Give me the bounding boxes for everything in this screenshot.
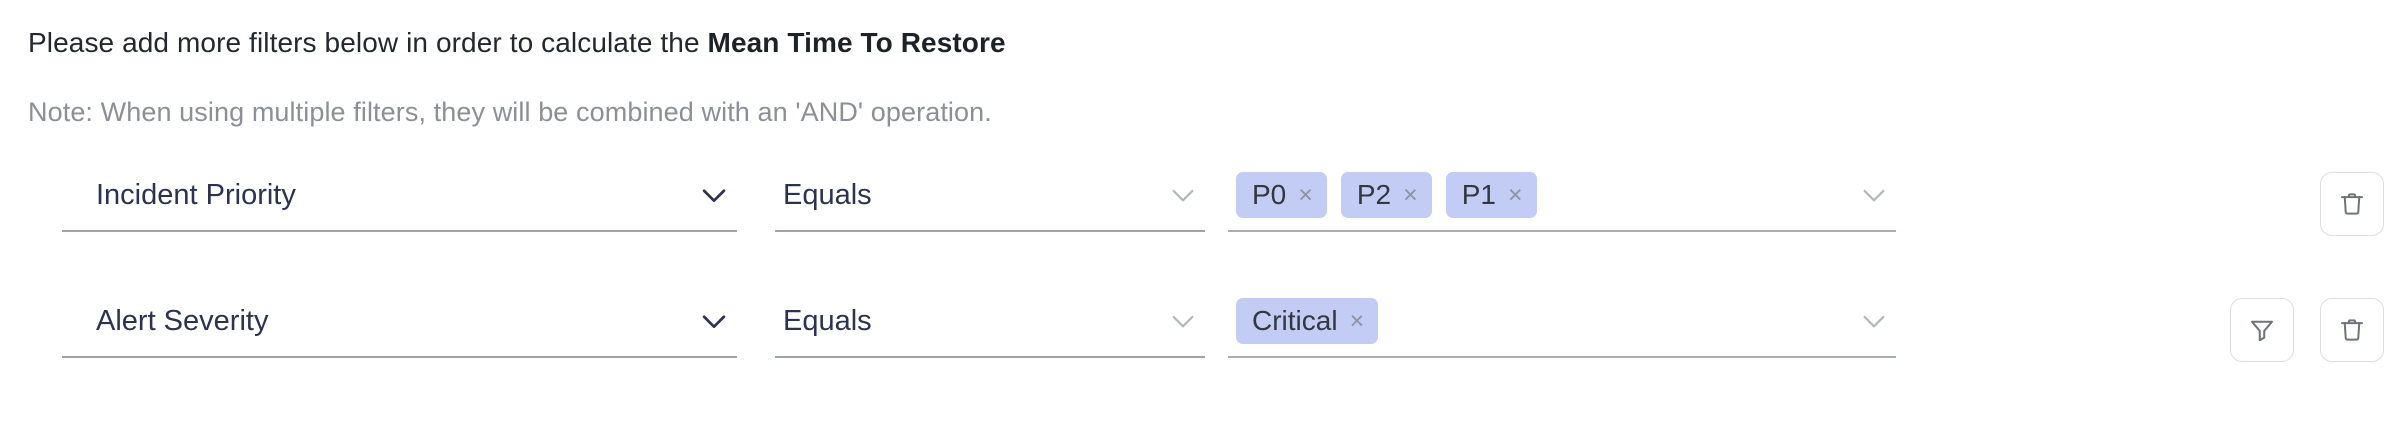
tag-label: Critical [1252, 305, 1338, 336]
tag-chip[interactable]: P1 × [1445, 172, 1537, 218]
value-multiselect[interactable]: P0 × P2 × P1 × [1228, 160, 1896, 232]
tag-label: P1 [1461, 179, 1496, 210]
filter-row: Incident Priority Equals P0 × [0, 160, 2408, 286]
note-text: Note: When using multiple filters, they … [28, 97, 992, 127]
instruction-prefix: Please add more filters below in order t… [28, 27, 708, 58]
row-actions [2320, 172, 2384, 236]
tag-label: P0 [1252, 179, 1287, 210]
filter-row: Alert Severity Equals Critical × [0, 286, 2408, 412]
add-filter-button[interactable] [2230, 298, 2294, 362]
chevron-down-icon[interactable] [1167, 305, 1199, 337]
tag-remove-icon[interactable]: × [1507, 180, 1523, 209]
attribute-select[interactable]: Alert Severity [62, 286, 737, 358]
trash-icon [2337, 189, 2367, 219]
selected-tags: P0 × P2 × P1 × [1236, 172, 1858, 218]
tag-remove-icon[interactable]: × [1298, 180, 1313, 209]
delete-filter-button[interactable] [2320, 298, 2384, 362]
chevron-down-icon[interactable] [697, 304, 731, 338]
instruction-text: Please add more filters below in order t… [28, 26, 1006, 60]
metric-name: Mean Time To Restore [707, 27, 1006, 58]
attribute-select-value: Incident Priority [96, 178, 296, 211]
value-multiselect[interactable]: Critical × [1228, 286, 1896, 358]
operator-select[interactable]: Equals [775, 160, 1205, 232]
attribute-select[interactable]: Incident Priority [62, 160, 737, 232]
operator-select-value: Equals [783, 304, 872, 337]
operator-select[interactable]: Equals [775, 286, 1205, 358]
tag-chip[interactable]: Critical × [1236, 298, 1379, 344]
tag-remove-icon[interactable]: × [1403, 180, 1418, 209]
attribute-select-value: Alert Severity [96, 304, 269, 337]
funnel-icon [2247, 315, 2277, 345]
delete-filter-button[interactable] [2320, 172, 2384, 236]
chevron-down-icon[interactable] [1858, 305, 1890, 337]
tag-remove-icon[interactable]: × [1349, 306, 1365, 335]
trash-icon [2337, 315, 2367, 345]
filter-rows: Incident Priority Equals P0 × [0, 160, 2408, 412]
tag-label: P2 [1356, 179, 1392, 210]
chevron-down-icon[interactable] [1858, 179, 1890, 211]
row-actions [2230, 298, 2384, 362]
chevron-down-icon[interactable] [1167, 179, 1199, 211]
selected-tags: Critical × [1236, 298, 1858, 344]
tag-chip[interactable]: P0 × [1236, 172, 1327, 218]
tag-chip[interactable]: P2 × [1340, 172, 1432, 218]
chevron-down-icon[interactable] [697, 178, 731, 212]
operator-select-value: Equals [783, 178, 872, 211]
